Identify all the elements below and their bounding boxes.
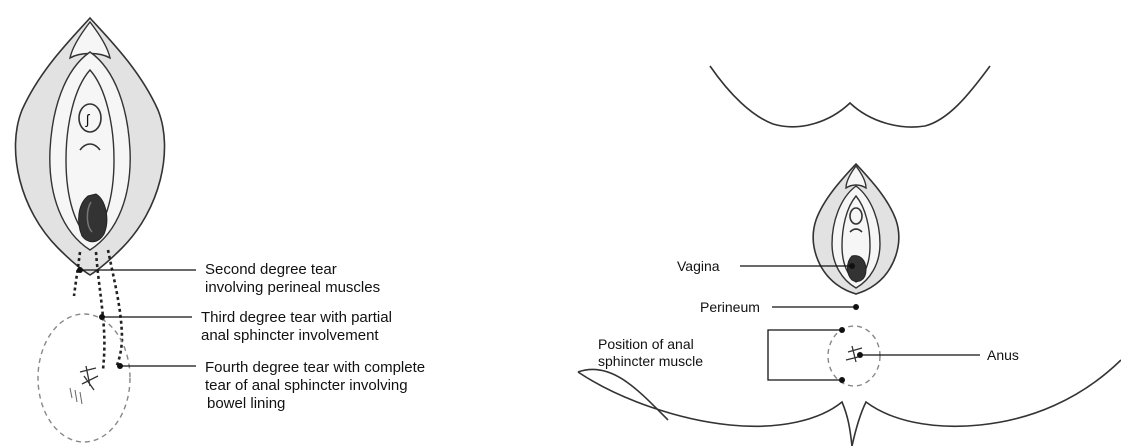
label-fourth-degree: Fourth degree tear with complete tear of… xyxy=(205,359,429,412)
label-third-degree: Third degree tear with partial anal sphi… xyxy=(201,309,396,344)
left-anus-mark xyxy=(80,366,98,390)
left-vaginal-tear xyxy=(79,194,107,242)
label-sphincter: Position of anal sphincter muscle xyxy=(598,336,703,369)
label-perineum: Perineum xyxy=(700,299,760,315)
right-upper-curve xyxy=(710,66,990,127)
right-buttocks-outline-right xyxy=(852,360,1121,446)
left-vulva-illustration: ʃ xyxy=(15,18,164,442)
right-vaginal-opening xyxy=(848,256,867,282)
right-buttocks-top-left xyxy=(578,369,668,420)
left-anal-sphincter-circle xyxy=(38,314,130,442)
tear-line-fourth-degree xyxy=(108,250,122,368)
label-anus: Anus xyxy=(987,347,1019,363)
right-vulva-illustration xyxy=(813,164,899,294)
right-buttocks-outline xyxy=(578,372,852,446)
label-vagina: Vagina xyxy=(677,258,720,274)
right-clitoral-hood xyxy=(846,166,866,188)
left-anus-folds xyxy=(70,388,82,404)
lead-sphincter-bracket xyxy=(768,330,842,380)
label-second-degree: Second degree tear involving perineal mu… xyxy=(205,261,380,296)
